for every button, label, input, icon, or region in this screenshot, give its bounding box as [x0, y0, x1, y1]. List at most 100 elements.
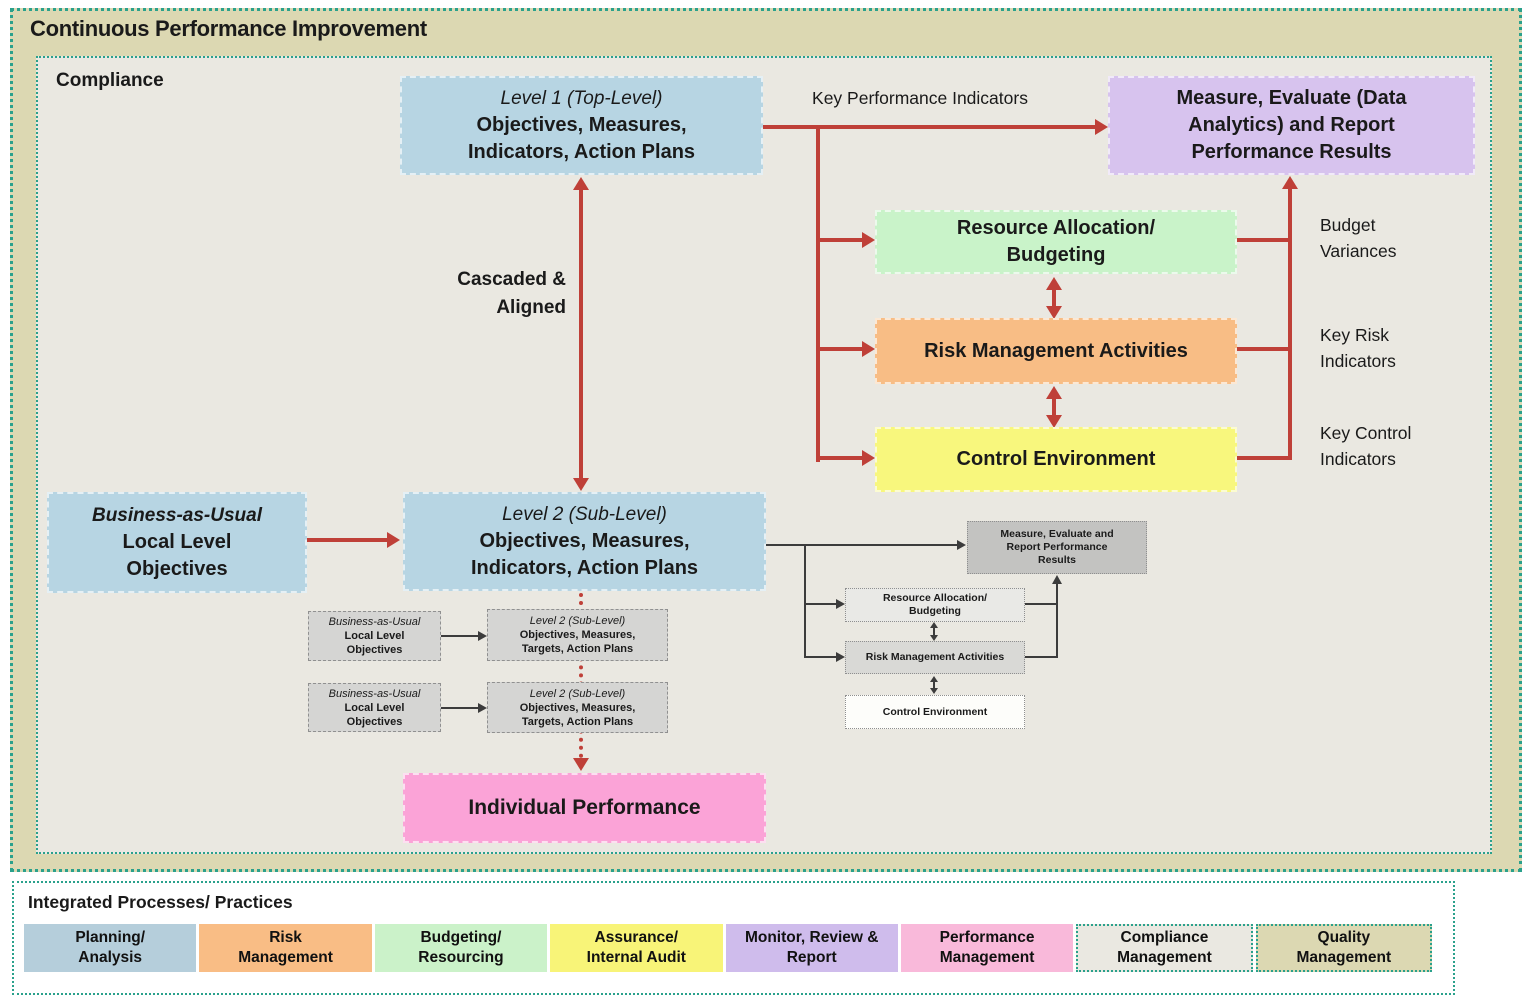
small-level2-2-line3: Targets, Action Plans — [521, 715, 634, 728]
bau-line1: Business-as-Usual — [91, 505, 262, 526]
legend-item-assurance-audit: Assurance/ Internal Audit — [550, 924, 723, 972]
compliance-label: Compliance — [56, 70, 164, 91]
legend-quality-line2: Management — [1296, 949, 1392, 966]
arrow-level1-to-measure-head — [1095, 119, 1108, 135]
mini-risk-label: Risk Management Activities — [865, 651, 1005, 663]
bau-line3: Objectives — [126, 558, 228, 580]
resource-risk-double-arrow-shaft — [1052, 288, 1056, 308]
risk-management-box: Risk Management Activities — [875, 318, 1237, 384]
stub-to-resource-line — [818, 238, 864, 242]
legend-planning-line1: Planning/ — [75, 929, 146, 946]
risk-out-line — [1237, 347, 1292, 351]
level1-box: Level 1 (Top-Level) Objectives, Measures… — [400, 76, 763, 175]
risk-label: Risk Management Activities — [924, 339, 1188, 362]
mini-double-arrow2-up — [930, 676, 938, 682]
legend-performance-line2: Management — [939, 949, 1035, 966]
legend-budgeting-line2: Resourcing — [418, 949, 504, 966]
legend-item-performance-management: Performance Management — [900, 924, 1074, 972]
legend-item-planning-analysis: Planning/ Analysis — [24, 924, 197, 972]
stub-to-risk-head — [862, 341, 875, 357]
cascaded-arrow-up — [573, 177, 589, 190]
key-risk-line2: Indicators — [1320, 351, 1396, 371]
mini-control-label: Control Environment — [882, 705, 988, 718]
level2-line3: Indicators, Action Plans — [470, 557, 699, 579]
risk-control-double-arrow-down — [1046, 415, 1062, 428]
mini-stub-risk-head — [836, 652, 845, 662]
small-level2-1-line2: Objectives, Measures, — [519, 629, 636, 641]
level2-to-individual-head — [573, 758, 589, 771]
legend-monitor-line2: Report — [786, 949, 837, 966]
legend-compliance-line1: Compliance — [1120, 929, 1209, 946]
mini-stub-resource-line — [804, 603, 836, 605]
small-bau2-line1: Business-as-Usual — [328, 687, 421, 700]
small-bau1-line2: Local Level — [344, 630, 405, 642]
legend-planning-line2: Analysis — [78, 949, 143, 966]
small-level2-2-line1: Level 2 (Sub-Level) — [529, 687, 626, 700]
mini-double-arrow1-down — [930, 635, 938, 641]
cascaded-line1: Cascaded & — [457, 269, 566, 290]
small-bau2-line2: Local Level — [344, 701, 405, 714]
small-bau2-line3: Objectives — [346, 715, 403, 728]
key-risk-line1: Key Risk — [1320, 325, 1390, 345]
key-control-line1: Key Control — [1320, 423, 1412, 443]
mini-collector-line — [1056, 584, 1058, 658]
level2-line2: Objectives, Measures, — [479, 530, 690, 552]
bau-to-level2-head — [387, 532, 400, 548]
mini-measure-box: Measure, Evaluate and Report Performance… — [967, 521, 1147, 574]
legend-performance-line1: Performance — [939, 929, 1035, 946]
individual-performance-label: Individual Performance — [468, 796, 701, 819]
small-level2-1-line3: Targets, Action Plans — [521, 643, 634, 655]
mini-measure-line2: Report Performance — [1006, 541, 1108, 553]
legend-risk-line1: Risk — [269, 929, 302, 946]
mini-double-arrow1-shaft — [933, 627, 935, 637]
mini-resource-out-line — [1025, 603, 1058, 605]
legend-assurance-line2: Internal Audit — [586, 949, 686, 966]
mini-measure-line3: Results — [1038, 554, 1076, 566]
mini-top-line — [766, 544, 958, 546]
collector-line — [1288, 188, 1292, 460]
control-out-line — [1237, 456, 1292, 460]
small-bau-arrow1-line — [441, 635, 480, 637]
level2-to-individual-dotted-line — [579, 593, 583, 758]
mini-measure-line1: Measure, Evaluate and — [1000, 528, 1114, 540]
bau-line2: Local Level — [122, 531, 232, 553]
compliance-container — [36, 56, 1492, 854]
key-risk-label: Key Risk Indicators — [1320, 322, 1396, 374]
budget-variances-line2: Variances — [1320, 241, 1397, 261]
small-bau-arrow1-head — [478, 631, 487, 641]
small-bau-arrow2-head — [478, 703, 487, 713]
legend-title: Integrated Processes/ Practices — [28, 892, 293, 912]
legend-compliance-line2: Management — [1117, 949, 1212, 966]
mini-control-box: Control Environment — [845, 695, 1025, 729]
legend-item-quality-management: Quality Management — [1255, 924, 1432, 972]
cascaded-aligned-label: Cascaded & Aligned — [380, 266, 566, 322]
level2-box: Level 2 (Sub-Level) Objectives, Measures… — [403, 492, 766, 591]
legend-item-risk-management: Risk Management — [199, 924, 372, 972]
level1-line2: Objectives, Measures, — [476, 114, 687, 136]
cascaded-arrow-shaft — [579, 190, 583, 479]
mini-risk-out-line — [1025, 656, 1058, 658]
small-level2-box-1: Level 2 (Sub-Level) Objectives, Measures… — [487, 609, 668, 661]
budget-variances-label: Budget Variances — [1320, 212, 1397, 264]
resource-line1: Resource Allocation/ — [956, 217, 1156, 239]
mini-collector-head — [1052, 575, 1062, 584]
resource-line2: Budgeting — [1006, 244, 1106, 266]
mini-risk-box: Risk Management Activities — [845, 641, 1025, 674]
key-control-line2: Indicators — [1320, 449, 1396, 469]
budget-variances-line1: Budget — [1320, 215, 1376, 235]
kpi-label: Key Performance Indicators — [812, 88, 1028, 108]
mini-resource-line2: Budgeting — [909, 605, 961, 617]
mini-stub-risk-line — [804, 656, 836, 658]
arrow-level1-to-measure-line — [763, 125, 1096, 129]
small-level2-box-2: Level 2 (Sub-Level) Objectives, Measures… — [487, 682, 668, 733]
legend-item-monitor-review-report: Monitor, Review & Report — [725, 924, 898, 972]
level1-line3: Indicators, Action Plans — [467, 141, 696, 163]
stub-to-control-line — [818, 456, 864, 460]
measure-report-line3: Performance Results — [1191, 141, 1392, 163]
small-bau-arrow2-line — [441, 707, 480, 709]
stub-to-resource-head — [862, 232, 875, 248]
mini-double-arrow2-down — [930, 688, 938, 694]
bau-to-level2-line — [307, 538, 388, 542]
small-bau-box-2: Business-as-Usual Local Level Objectives — [308, 683, 441, 732]
